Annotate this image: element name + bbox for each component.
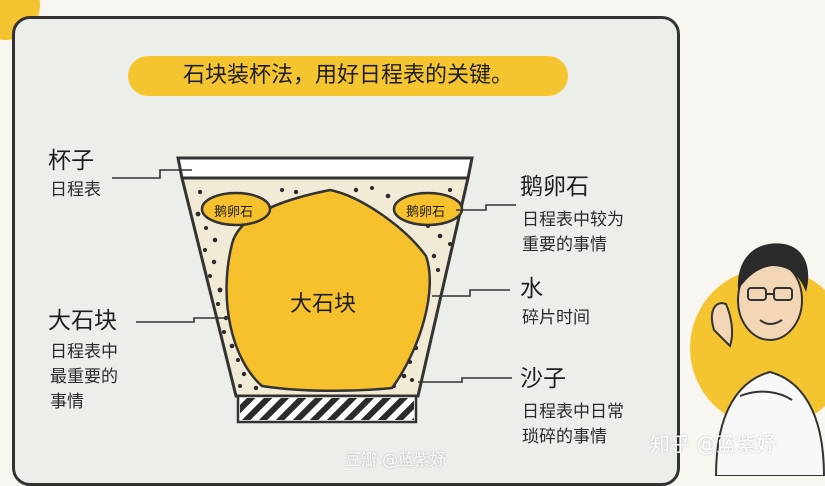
pebble-right-label: 鹅卵石 [406,205,446,220]
watermark-zhihu: 知乎 @蓝紫妤 [650,432,777,456]
label-water-name: 水 [516,274,551,304]
label-pebbles-name: 鹅卵石 [516,172,597,202]
label-pebbles-desc: 日程表中较为 重要的事情 [522,210,624,255]
big-rock-label: 大石块 [290,292,357,317]
label-big-rock-name: 大石块 [44,306,125,336]
leader-big-rock [136,317,230,323]
label-water-desc: 碎片时间 [522,308,590,328]
label-sand-desc: 日程表中日常 琐碎的事情 [522,402,624,447]
title-highlight [128,56,568,96]
page-title: 石块装杯法，用好日程表的关键。 [182,63,513,88]
pebble-left-label: 鹅卵石 [214,205,254,220]
label-cup-name: 杯子 [44,146,102,176]
cup-rim [176,156,474,180]
character-figure [710,243,825,476]
big-rock [225,188,432,393]
leader-sand [418,377,512,383]
cup-diagram [112,156,825,476]
label-cup-desc: 日程表 [50,180,101,200]
label-sand-name: 沙子 [516,364,574,394]
leader-cup [112,169,192,179]
leader-water [432,289,510,297]
watermark-douban: 豆瓣 @蓝紫妤 [345,450,447,469]
leader-pebbles [456,204,516,211]
label-big-rock-desc: 日程表中 最重要的 事情 [50,342,118,412]
pebble-right [392,191,464,227]
pebble-left [200,191,272,227]
